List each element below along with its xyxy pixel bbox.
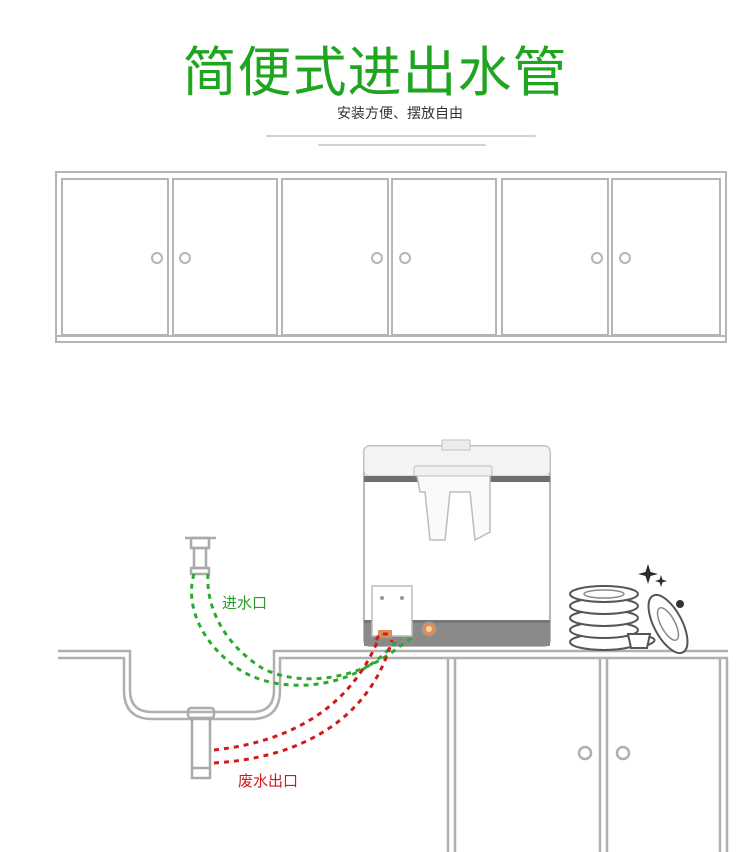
- outlet-pipe: [213, 632, 394, 765]
- dishes-stack: [569, 585, 689, 655]
- drain-pipe: [186, 706, 216, 780]
- countertop: [58, 649, 729, 852]
- sparkle-icon: [638, 564, 667, 587]
- fineprint-decor: [266, 135, 536, 146]
- waste-outlet-label: 废水出口: [238, 772, 299, 790]
- water-inlet-label: 进水口: [222, 594, 268, 612]
- inlet-pipe: [190, 573, 413, 687]
- page-subtitle: 安装方便、摆放自由: [337, 106, 463, 122]
- dishwasher-appliance: [363, 439, 551, 647]
- faucet-icon: [185, 536, 216, 576]
- upper-cabinets: [55, 171, 727, 343]
- page-title: 简便式进出水管: [182, 41, 568, 104]
